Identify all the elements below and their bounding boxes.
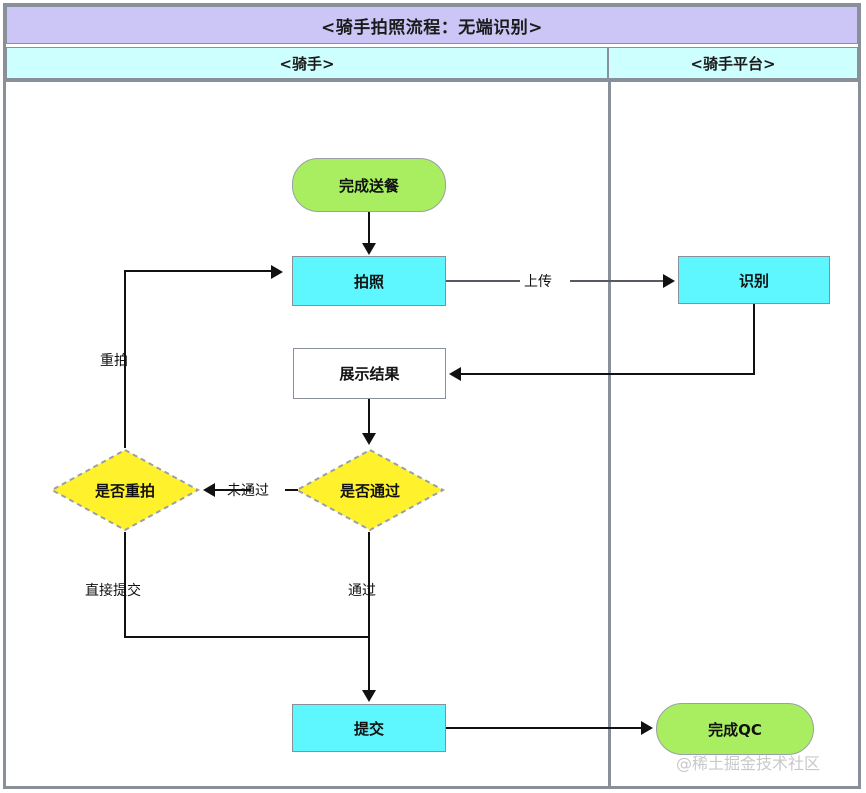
node-finish-qc-label: 完成QC	[708, 720, 762, 739]
node-is-pass[interactable]: 是否通过	[295, 448, 445, 532]
node-show-result-label: 展示结果	[339, 365, 400, 383]
arrowhead-finish-qc-left	[641, 721, 653, 735]
lane-divider	[608, 82, 611, 786]
edge-label-passed: 通过	[348, 583, 376, 599]
edge-direct-submit-horizontal	[124, 636, 369, 638]
arrowhead-show-result-right	[449, 367, 461, 381]
edge-recognize-down	[753, 304, 755, 374]
node-recognize[interactable]: 识别	[678, 256, 830, 304]
arrowhead-take-photo-top	[362, 243, 376, 255]
node-take-photo-label: 拍照	[353, 272, 384, 291]
node-is-pass-label: 是否通过	[339, 481, 400, 500]
edge-retake-vertical	[124, 270, 126, 448]
node-finish-delivery-label: 完成送餐	[338, 176, 399, 195]
edge-take-photo-to-recognize-left	[446, 280, 520, 282]
edge-show-result-to-is-pass	[368, 399, 370, 434]
diagram-title: <骑手拍照流程：无端识别>	[321, 17, 543, 38]
lane-label-rider-platform: <骑手平台>	[690, 54, 776, 73]
edge-label-not-passed: 未通过	[227, 483, 269, 499]
diamond-shape-is-retake	[50, 448, 200, 532]
node-finish-qc[interactable]: 完成QC	[656, 703, 814, 755]
lane-header-rider-platform: <骑手平台>	[608, 47, 858, 79]
node-finish-delivery[interactable]: 完成送餐	[292, 158, 446, 212]
node-submit-label: 提交	[353, 719, 384, 738]
diagram-title-band: <骑手拍照流程：无端识别>	[6, 6, 858, 44]
edge-label-upload: 上传	[524, 274, 552, 290]
edge-label-retake: 重拍	[100, 353, 128, 369]
arrowhead-is-pass-top	[362, 433, 376, 445]
arrowhead-is-retake-right	[203, 483, 215, 497]
node-is-retake-label: 是否重拍	[94, 481, 155, 500]
lane-header-rider: <骑手>	[6, 47, 608, 79]
edge-retake-horizontal	[124, 270, 272, 272]
node-is-retake[interactable]: 是否重拍	[50, 448, 200, 532]
edge-not-passed-right-stub	[285, 489, 298, 491]
arrowhead-take-photo-left	[271, 265, 283, 279]
arrowhead-recognize-left	[663, 274, 675, 288]
edge-passed-vertical	[368, 532, 370, 692]
edge-label-direct-submit: 直接提交	[85, 583, 141, 599]
diamond-shape-is-pass	[295, 448, 445, 532]
node-submit[interactable]: 提交	[292, 704, 446, 752]
node-take-photo[interactable]: 拍照	[292, 256, 446, 306]
edge-take-photo-to-recognize-right	[570, 280, 664, 282]
lane-label-rider: <骑手>	[279, 54, 335, 73]
node-show-result[interactable]: 展示结果	[293, 348, 446, 399]
edge-direct-submit-vertical	[124, 532, 126, 638]
node-recognize-label: 识别	[738, 271, 769, 290]
edge-not-passed-left-stub	[215, 489, 251, 491]
watermark: @稀土掘金技术社区	[676, 754, 821, 773]
lane-header-rule	[6, 79, 858, 82]
arrowhead-submit-top	[362, 690, 376, 702]
edge-finish-delivery-to-take-photo	[368, 212, 370, 244]
edge-recognize-to-show-result	[461, 373, 755, 375]
edge-submit-to-finish-qc	[446, 727, 642, 729]
